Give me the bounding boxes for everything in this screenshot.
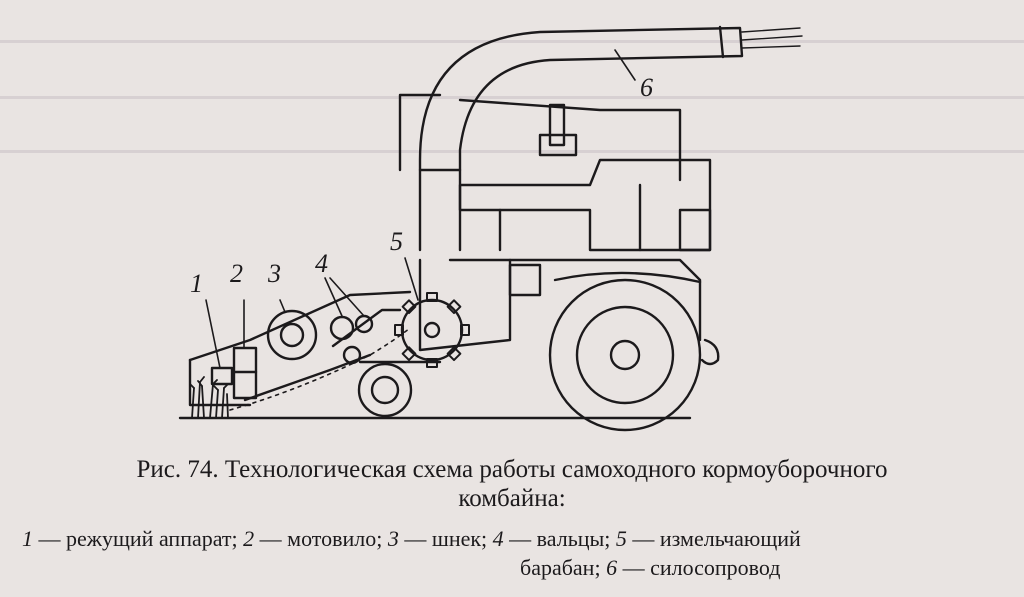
- label-3: 3: [267, 259, 281, 288]
- leader-4b: [329, 277, 365, 317]
- figure-legend-line-2: барабан; 6 — силосопровод: [520, 554, 780, 582]
- leader-6: [614, 49, 636, 81]
- label-1: 1: [190, 269, 203, 298]
- exhaust-pipe: [548, 103, 566, 147]
- roller-frame: [331, 308, 402, 348]
- legend-text-3: — шнек;: [398, 526, 493, 551]
- rear-wheel-rim: [575, 305, 675, 405]
- rear-fender: [553, 271, 702, 284]
- tow-hook: [700, 338, 720, 366]
- legend-num-4: 4: [492, 526, 504, 551]
- main-frame: [448, 258, 702, 342]
- legend-num-6: 6: [606, 555, 618, 580]
- engine-housing: [458, 158, 712, 252]
- legend-num-3: 3: [387, 526, 399, 551]
- engine-panel: [678, 208, 712, 252]
- chopping-drum-knives: [394, 292, 470, 368]
- label-5: 5: [390, 227, 403, 256]
- rear-wheel: [548, 278, 702, 432]
- legend-text-2: — мотовило;: [254, 526, 388, 551]
- silage-chute: [418, 26, 744, 252]
- chute-spout-ring: [718, 25, 725, 59]
- legend-text-4: — вальцы;: [503, 526, 616, 551]
- roller-upper-1: [329, 315, 355, 341]
- chopping-drum: [400, 298, 464, 362]
- legend-text-6: — силосопровод: [617, 555, 781, 580]
- auger-shaft: [279, 322, 305, 348]
- drum-housing: [418, 258, 512, 352]
- leader-4a: [324, 277, 343, 317]
- leader-5: [404, 257, 419, 301]
- header-floor: [243, 353, 372, 402]
- legend-text-5: — измельчающий: [626, 526, 801, 551]
- label-4: 4: [315, 249, 328, 278]
- leader-3: [279, 299, 286, 313]
- air-intake: [538, 133, 578, 157]
- cutter-bar: [210, 366, 234, 386]
- crop-flow: [229, 327, 411, 411]
- legend-num-5: 5: [615, 526, 627, 551]
- engine-frame: [498, 183, 642, 252]
- combine-harvester-figure: 1 2 3 4 5 6: [120, 10, 1020, 450]
- chute-spout-lines: [741, 27, 803, 49]
- legend-text-1: — режущий аппарат;: [33, 526, 244, 551]
- front-wheel: [357, 362, 413, 418]
- legend-num-2: 2: [243, 526, 255, 551]
- header-top: [188, 290, 412, 362]
- rear-wheel-hub: [609, 339, 641, 371]
- figure-caption-line-1: Рис. 74. Технологическая схема работы са…: [136, 456, 888, 483]
- leader-1: [205, 299, 221, 369]
- label-6: 6: [640, 73, 653, 102]
- chopping-drum-hub: [423, 321, 441, 339]
- auger: [266, 309, 318, 361]
- grass-stalks: [189, 376, 229, 419]
- frame-block: [508, 263, 542, 297]
- figure-caption-line-2: комбайна:: [458, 485, 566, 512]
- legend-text-5-cont: барабан;: [520, 555, 607, 580]
- combine-harvester-drawing: 1 2 3 4 5 6: [178, 25, 803, 432]
- legend-num-1: 1: [22, 526, 33, 551]
- figure-legend-line-1: 1 — режущий аппарат; 2 — мотовило; 3 — ш…: [22, 525, 801, 553]
- front-wheel-hub: [370, 375, 400, 405]
- cab-frame: [398, 93, 682, 182]
- label-2: 2: [230, 259, 243, 288]
- header-front: [188, 358, 252, 407]
